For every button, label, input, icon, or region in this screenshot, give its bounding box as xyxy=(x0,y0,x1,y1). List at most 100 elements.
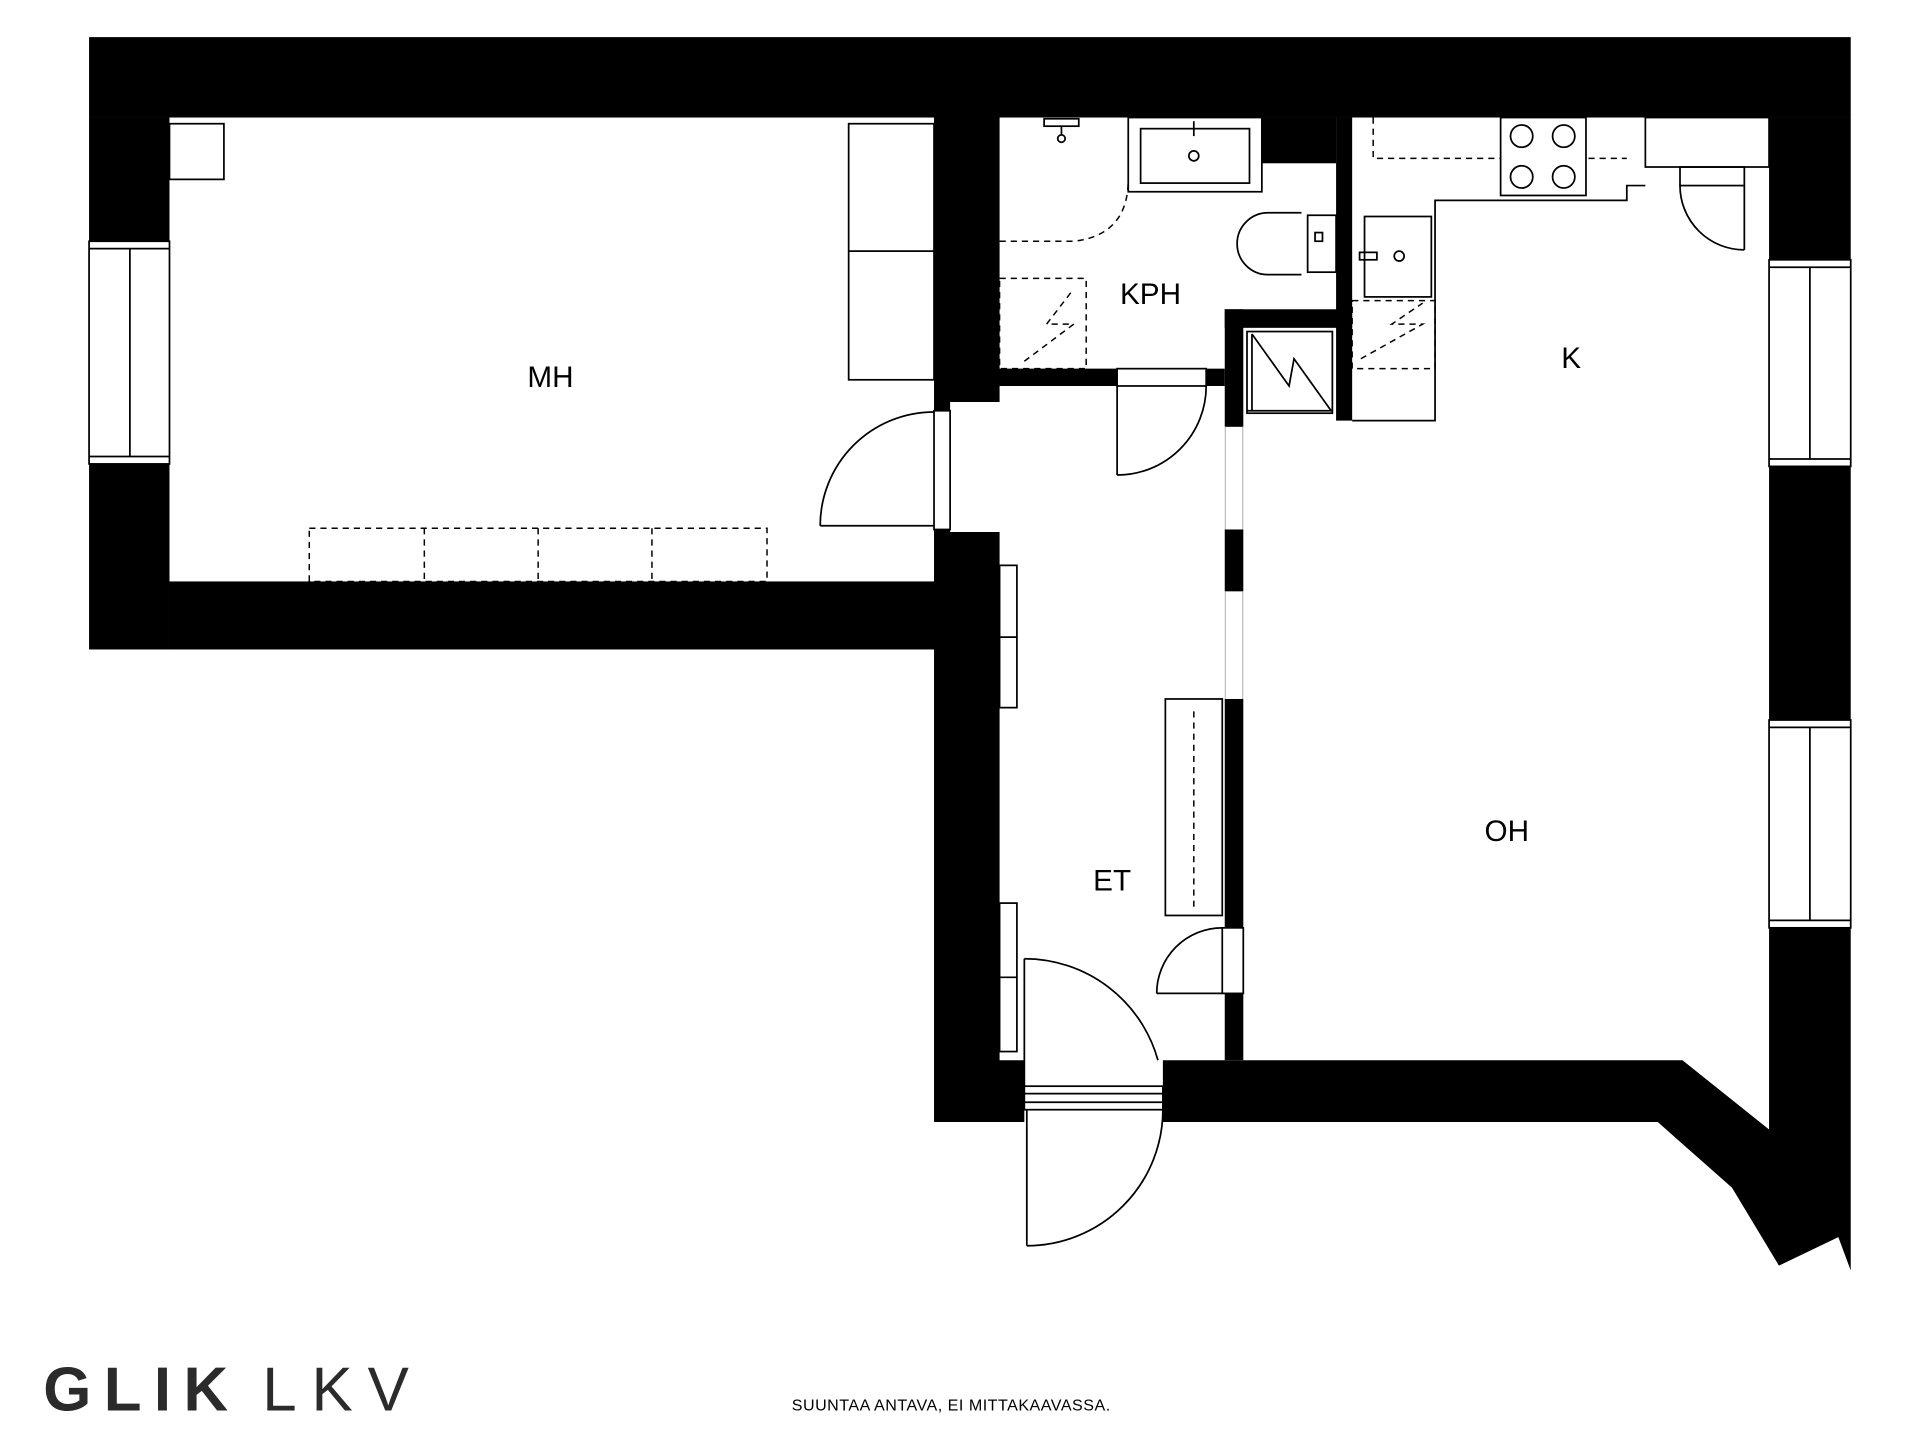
door-k-cabinet xyxy=(1679,166,1746,251)
hall-closet-lower xyxy=(998,902,1018,1053)
room-labels: MH KPH K OH ET xyxy=(527,278,1581,897)
sink-outline xyxy=(1363,215,1433,298)
hall-closet-upper xyxy=(998,564,1018,709)
fridge-cabinet xyxy=(1644,116,1770,168)
kph-k-wall xyxy=(1336,117,1353,421)
bottom-right-wall xyxy=(1162,927,1851,1271)
windows xyxy=(88,240,1852,929)
sink-tap xyxy=(1358,251,1378,261)
window-k xyxy=(1768,258,1852,468)
door-swing-arc xyxy=(1679,185,1745,251)
bench-outline xyxy=(1164,698,1224,917)
dishwasher-connection-icon xyxy=(1360,302,1426,360)
door-frame-lines xyxy=(1024,1092,1163,1104)
shower-head-icon xyxy=(1056,133,1067,144)
room-label-oh: OH xyxy=(1485,815,1530,848)
burner-icon xyxy=(1509,124,1534,149)
room-label-et: ET xyxy=(1093,864,1131,897)
storage-dashed xyxy=(308,527,768,583)
door-frame xyxy=(1116,367,1208,387)
mh-bottom-wall xyxy=(169,581,1000,650)
mh-right-wall xyxy=(934,117,1118,411)
room-label-mh: MH xyxy=(527,361,573,394)
top-wall xyxy=(89,37,1851,118)
et-furniture xyxy=(998,564,1224,1053)
door-frame xyxy=(1221,926,1245,995)
door-swing-arc xyxy=(1117,385,1208,476)
dishwasher-space xyxy=(1351,299,1436,370)
washbasin xyxy=(1127,116,1263,193)
burner-icon xyxy=(1551,124,1576,149)
door-swing-arc xyxy=(1155,926,1223,994)
window-pane-lines xyxy=(1769,726,1851,922)
washing-machine-space xyxy=(998,277,1087,370)
opening-line-upper xyxy=(1224,426,1244,530)
door-frame xyxy=(933,409,951,531)
window-mh xyxy=(88,240,171,465)
faucet-bar xyxy=(1043,117,1080,128)
closet-outline xyxy=(1246,330,1334,415)
et-oh-wall-segment-4 xyxy=(1224,993,1244,1061)
doors xyxy=(819,166,1746,1247)
room-label-k: K xyxy=(1561,342,1581,375)
burner-icon xyxy=(1551,164,1576,189)
brand-logo-bold: GLIK xyxy=(43,1355,240,1424)
washbasin-drain-icon xyxy=(1188,150,1200,162)
inner-door-swing-arc xyxy=(1024,957,1159,1061)
storage-dividers xyxy=(423,528,653,582)
door-swing-arc xyxy=(819,411,935,526)
kitchen-fixtures xyxy=(1351,116,1770,422)
electrical-symbol-icon xyxy=(1247,333,1333,412)
right-wall-middle xyxy=(1769,466,1851,720)
washing-machine-outline xyxy=(998,277,1087,370)
closet-top-wall xyxy=(1224,309,1353,328)
et-left-wall xyxy=(934,529,1025,1123)
right-wall-upper xyxy=(1769,117,1851,260)
wardrobe xyxy=(847,122,935,381)
nightstand xyxy=(168,122,225,181)
burner-icon xyxy=(1509,164,1534,189)
washbasin-outer xyxy=(1127,116,1263,193)
door-frame xyxy=(1679,166,1746,187)
et-oh-wall-segment-1 xyxy=(1224,309,1244,427)
kph-wall-block xyxy=(1261,117,1337,164)
room-label-kph: KPH xyxy=(1120,278,1181,311)
opening-line-lower xyxy=(1224,591,1244,699)
utility-closet xyxy=(1246,330,1334,415)
kph-bottom-wall-stub xyxy=(1206,368,1225,386)
window-oh xyxy=(1768,719,1852,929)
washbasin-bowl xyxy=(1139,127,1251,184)
counter-edge xyxy=(1352,184,1646,422)
stove-outline xyxy=(1499,116,1587,197)
mh-furniture xyxy=(168,122,935,583)
kph-fixtures xyxy=(998,116,1337,370)
door-frame xyxy=(1023,1085,1164,1111)
brand-logo-light: LKV xyxy=(262,1355,423,1424)
upper-cabinets-outline xyxy=(1372,117,1627,160)
kitchen-sink xyxy=(1358,215,1433,298)
walls xyxy=(89,37,1851,1271)
toilet-bowl xyxy=(1236,211,1302,276)
dishwasher-outline xyxy=(1351,299,1436,370)
door-kph xyxy=(1116,367,1208,476)
sink-drain-icon xyxy=(1393,250,1405,262)
left-wall-lower xyxy=(89,463,170,650)
stove xyxy=(1499,116,1587,197)
footer: GLIK LKV SUUNTAA ANTAVA, EI MITTAKAAVASS… xyxy=(43,1355,1110,1424)
door-entrance xyxy=(1023,957,1164,1247)
window-pane-lines xyxy=(89,247,170,458)
door-mh xyxy=(819,409,951,531)
hall-bench xyxy=(1164,698,1224,917)
toilet-tank xyxy=(1306,214,1337,274)
washing-machine-connection-icon xyxy=(1023,291,1077,362)
et-oh-wall-segment-2 xyxy=(1224,529,1244,592)
brand-logo: GLIK LKV xyxy=(43,1355,423,1424)
window-pane-lines xyxy=(1769,266,1851,460)
toilet-flush-icon xyxy=(1314,231,1324,243)
et-oh-wall-segment-3 xyxy=(1224,698,1244,928)
et-oh-openings xyxy=(1224,426,1244,699)
disclaimer-note: SUUNTAA ANTAVA, EI MITTAKAAVASSA. xyxy=(792,1396,1111,1414)
toilet xyxy=(1236,211,1337,276)
outer-door-swing-arc xyxy=(1026,1109,1164,1247)
